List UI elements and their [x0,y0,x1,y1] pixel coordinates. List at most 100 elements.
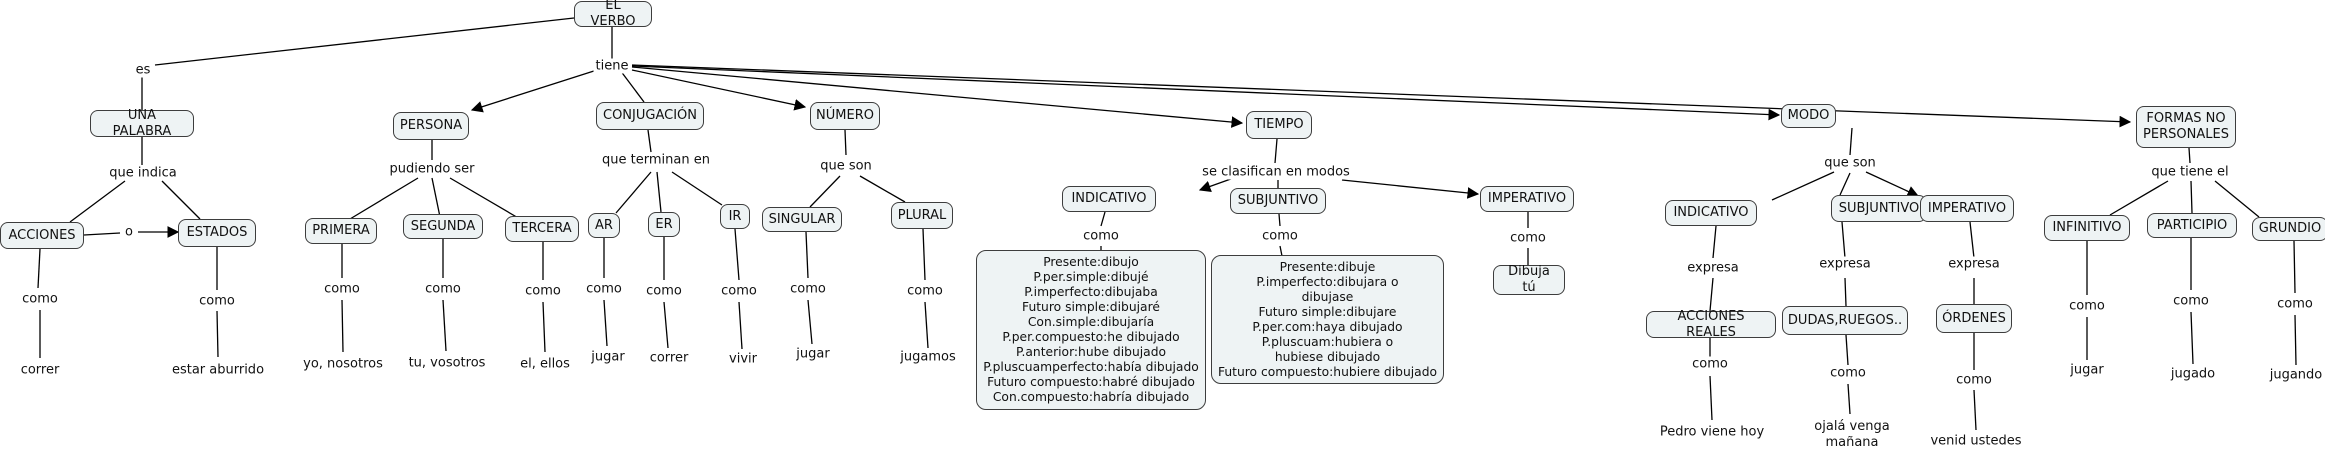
link-como-acciones-reales: como [1690,356,1730,372]
node-formas-no-personales[interactable]: FORMAS NO PERSONALES [2136,106,2236,148]
indicativo-tense-line: P.per.compuesto:he dibujado [1002,330,1180,344]
link-que-son-modo: que son [1822,155,1878,171]
link-que-terminan-en: que terminan en [600,152,712,168]
node-conjugacion[interactable]: CONJUGACIÓN [596,102,704,130]
link-como-plural: como [905,283,945,299]
example-jugando: jugando [2269,367,2323,383]
link-expresa-subjuntivo: expresa [1817,256,1873,272]
link-se-clasifican: se clasifican en modos [1200,164,1352,180]
link-o: o [123,224,135,240]
link-que-son-numero: que son [818,158,874,174]
example-vivir-ir: vivir [729,351,757,367]
link-como-participio: como [2171,293,2211,309]
node-modo[interactable]: MODO [1781,104,1836,128]
node-dudas-ruegos[interactable]: DUDAS,RUEGOS.. [1782,306,1908,335]
node-er[interactable]: ER [648,212,680,237]
example-yo-nosotros: yo, nosotros [303,356,383,372]
node-tiempo-imperativo[interactable]: IMPERATIVO [1480,186,1574,212]
example-ojala-venga-manana: ojalá venga mañana [1812,419,1891,452]
subjuntivo-tense-line: Futuro compuesto:hubiere dibujado [1217,364,1438,379]
link-tiene: tiene [593,58,631,74]
link-como-infinitivo: como [2067,298,2107,314]
indicativo-tense-line: Futuro compuesto:habré dibujado [987,375,1195,389]
example-jugar-ar: jugar [591,349,625,365]
node-tiempo-indicativo[interactable]: INDICATIVO [1062,186,1156,212]
subjuntivo-tense-line: P.pluscuam:hubiera o [1261,334,1394,349]
link-como-tiempo-indicativo: como [1081,228,1121,244]
example-jugado: jugado [2170,366,2216,382]
node-modo-subjuntivo[interactable]: SUBJUNTIVO [1831,195,1927,222]
node-segunda[interactable]: SEGUNDA [403,214,483,239]
link-como-ordenes: como [1954,372,1994,388]
link-como-dudas: como [1828,365,1868,381]
indicativo-tense-line: Con.simple:dibujaría [1027,315,1155,329]
link-expresa-imperativo: expresa [1946,256,2002,272]
node-modo-imperativo[interactable]: IMPERATIVO [1920,195,2014,222]
node-plural[interactable]: PLURAL [891,202,953,229]
node-numero[interactable]: NÚMERO [810,102,880,130]
link-como-tiempo-subjuntivo: como [1260,228,1300,244]
link-como-er: como [644,283,684,299]
node-ordenes[interactable]: ÓRDENES [1936,304,2012,333]
link-como-tiempo-imperativo: como [1508,230,1548,246]
link-que-indica: que indica [107,165,179,181]
link-es: es [133,62,153,78]
indicativo-tense-line: P.anterior:hube dibujado [1015,345,1167,359]
node-persona[interactable]: PERSONA [393,112,469,140]
node-ir[interactable]: IR [720,204,750,229]
node-grundio[interactable]: GRUNDIO [2252,217,2325,241]
link-como-ar: como [584,281,624,297]
node-dibuja-tu[interactable]: Dibuja tú [1493,264,1565,295]
node-ar[interactable]: AR [588,213,620,238]
node-estados[interactable]: ESTADOS [178,219,256,247]
example-pedro-viene-hoy: Pedro viene hoy [1659,424,1765,440]
indicativo-tense-line: Con.compuesto:habría dibujado [992,390,1190,404]
link-como-ir: como [719,283,759,299]
example-el-ellos: el, ellos [520,356,570,372]
indicativo-tense-line: Presente:dibujo [1043,255,1139,269]
link-como-primera: como [322,281,362,297]
root-node-el-verbo[interactable]: EL VERBO [574,0,652,29]
link-como-tercera: como [523,283,563,299]
link-que-tiene-el: que tiene el [2149,164,2231,180]
subjuntivo-tense-line: dibujase [1301,289,1354,304]
subjuntivo-tense-line: hubiese dibujado [1274,349,1381,364]
example-correr: correr [20,362,60,378]
subjuntivo-tense-line: P.per.com:haya dibujado [1252,319,1403,334]
link-pudiendo-ser: pudiendo ser [387,161,477,177]
example-estar-aburrido: estar aburrido [171,362,265,378]
subjuntivo-tense-line: Presente:dibuje [1279,259,1376,274]
node-tiempo[interactable]: TIEMPO [1246,111,1312,139]
node-modo-indicativo[interactable]: INDICATIVO [1665,200,1757,226]
link-como-segunda: como [423,281,463,297]
example-tu-vosotros: tu, vosotros [408,355,486,371]
indicativo-tense-line: Futuro simple:dibujaré [1022,300,1160,314]
subjuntivo-tense-line: P.imperfecto:dibujara o [1256,274,1399,289]
node-tiempo-subjuntivo[interactable]: SUBJUNTIVO [1230,188,1326,214]
formas-line-2: PERSONALES [2143,127,2229,142]
node-acciones-reales[interactable]: ACCIONES REALES [1646,309,1776,340]
node-participio[interactable]: PARTICIPIO [2147,213,2237,238]
node-primera[interactable]: PRIMERA [305,218,377,244]
example-ojala-line-2: mañana [1825,435,1879,450]
link-expresa-indicativo: expresa [1685,260,1741,276]
node-acciones[interactable]: ACCIONES [0,222,84,249]
node-tercera[interactable]: TERCERA [505,216,579,242]
formas-line-1: FORMAS NO [2146,111,2226,127]
indicativo-tense-line: P.pluscuamperfecto:había dibujado [983,360,1199,374]
node-singular[interactable]: SINGULAR [762,207,842,232]
node-infinitivo[interactable]: INFINITIVO [2044,215,2130,241]
example-ojala-line-1: ojalá venga [1814,418,1890,434]
node-una-palabra[interactable]: UNA PALABRA [90,108,194,139]
subjuntivo-tense-line: Futuro simple:dibujare [1258,304,1397,319]
example-venid-ustedes: venid ustedes [1930,433,2022,449]
example-jugamos: jugamos [900,349,956,365]
link-como-acciones: como [20,291,60,307]
link-como-singular: como [788,281,828,297]
indicativo-tense-line: P.per.simple:dibujé [1033,270,1149,284]
example-jugar-singular: jugar [796,346,830,362]
indicativo-tense-line: P.imperfecto:dibujaba [1024,285,1158,299]
